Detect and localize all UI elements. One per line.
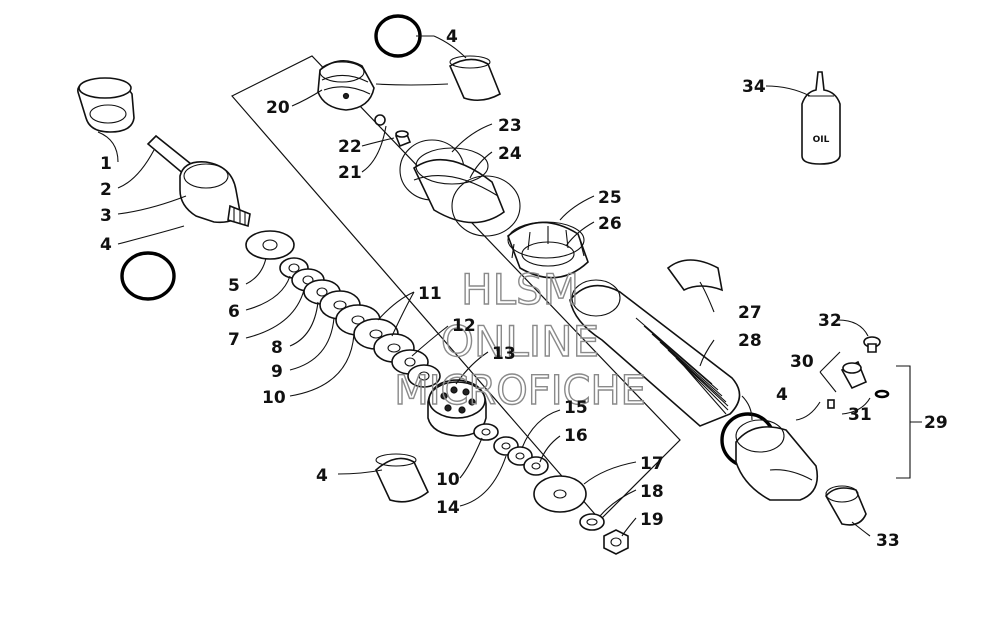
callout-22: 22 [338,137,362,157]
part-20-seal-head [317,60,375,111]
part-13-piston [427,379,487,437]
callout-10-lower: 10 [436,470,460,490]
part-30-valve [827,360,868,409]
callout-17: 17 [640,454,664,474]
callout-7: 7 [228,330,240,350]
callout-11: 11 [418,284,442,304]
part-19-nut [603,529,629,555]
callout-18: 18 [640,482,664,502]
callout-27: 27 [738,303,762,323]
watermark: HLSM ONLINE MICROFICHE [393,264,646,414]
part-25-26-adjuster-nut [507,221,589,279]
callout-5: 5 [228,276,240,296]
callout-29: 29 [924,413,948,433]
part-28-shock-body [569,279,741,427]
callout-3: 3 [100,206,112,226]
part-4-oring-left [120,251,176,301]
callout-34: 34 [742,77,766,97]
callout-4-right: 4 [776,385,788,405]
callout-26: 26 [598,214,622,234]
part-32-screw [863,336,881,353]
callout-15: 15 [564,398,588,418]
watermark-line-2: ONLINE [441,317,599,366]
damper-body-lower [735,419,819,501]
callout-25: 25 [598,188,622,208]
callout-12: 12 [452,316,476,336]
part-33-bushing [825,485,867,526]
part-21-bleed-screw [394,130,412,148]
callout-32: 32 [818,311,842,331]
callout-13: 13 [492,344,516,364]
callout-8: 8 [271,338,283,358]
callout-4-left: 4 [100,235,112,255]
part-31-oring [874,389,890,399]
callout-4-top: 4 [446,27,458,47]
leader-lines [97,35,871,537]
callout-2: 2 [100,180,112,200]
subassembly-outline [231,55,681,521]
callout-16: 16 [564,426,588,446]
callout-33: 33 [876,531,900,551]
watermark-line-1: HLSM [461,265,579,314]
callout-30: 30 [790,352,814,372]
part-1-bushing [77,77,135,133]
part-2-3-shaft-eyelet [146,134,251,228]
part-4-band-top [448,55,502,102]
callout-labels: 1 2 3 4 4 4 4 5 6 7 8 9 10 10 11 12 13 1… [100,27,948,551]
callout-4-bottom: 4 [316,466,328,486]
callout-19: 19 [640,510,664,530]
part-27-spring-retainer [666,259,724,292]
callout-31: 31 [848,405,872,425]
callout-21: 21 [338,163,362,183]
part-34-oil-bottle [801,71,841,165]
part-18-washer [579,513,605,531]
bracket-29 [896,365,922,479]
lower-washers [473,423,587,513]
part-4-oring-top [374,14,422,58]
callout-6: 6 [228,302,240,322]
washer-stack [245,230,441,388]
oil-bottle-label: OIL [813,135,830,145]
callout-1: 1 [100,154,112,174]
part-4-band-bottom [375,453,429,503]
callout-28: 28 [738,331,762,351]
callout-24: 24 [498,144,522,164]
callout-20: 20 [266,98,290,118]
callout-9: 9 [271,362,283,382]
part-23-24-rings [399,139,521,237]
callout-23: 23 [498,116,522,136]
part-22-small-oring [374,114,386,126]
watermark-line-3: MICROFICHE [394,368,646,414]
callout-14: 14 [436,498,460,518]
callout-10-upper: 10 [262,388,286,408]
bracket-30 [819,351,841,393]
